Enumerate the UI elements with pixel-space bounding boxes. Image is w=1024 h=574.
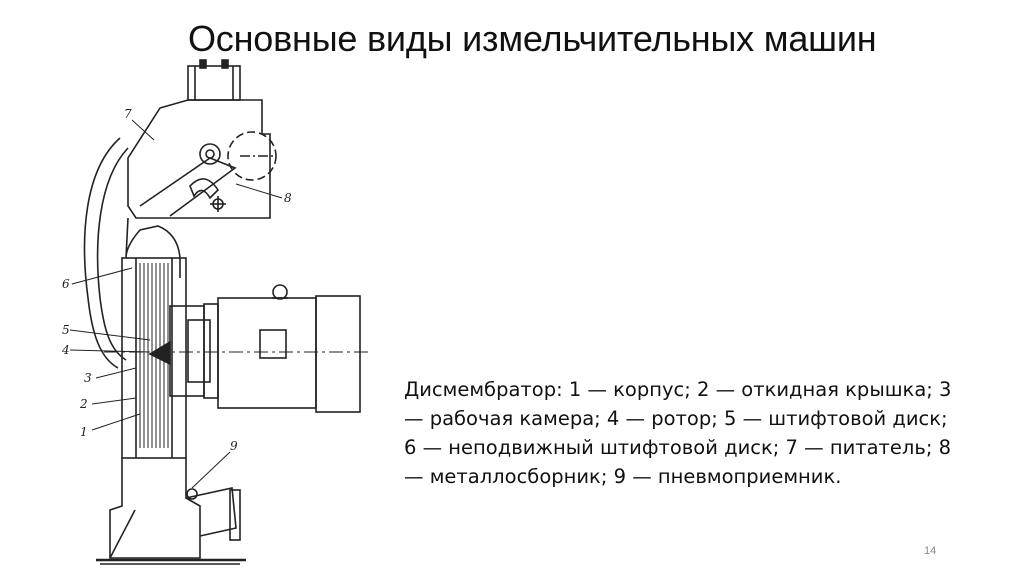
label-3: 3	[84, 371, 92, 385]
label-7: 7	[124, 107, 132, 121]
label-9: 9	[230, 439, 238, 453]
label-8: 8	[284, 191, 292, 205]
label-6: 6	[62, 277, 70, 291]
label-1: 1	[80, 425, 88, 439]
figure-caption: Дисмембратор: 1 — корпус; 2 — откидная к…	[404, 378, 952, 488]
label-4: 4	[61, 343, 70, 357]
page-number: 14	[924, 545, 937, 557]
label-5: 5	[62, 323, 70, 337]
drawing-lines	[69, 59, 370, 565]
slide-title: Основные виды измельчительных машин	[188, 18, 877, 59]
label-2: 2	[79, 397, 88, 411]
drawing-labels: 7 8 6 5 4 3 2 1 9	[61, 107, 292, 453]
dismembrator-drawing: 7 8 6 5 4 3 2 1 9	[61, 59, 370, 565]
